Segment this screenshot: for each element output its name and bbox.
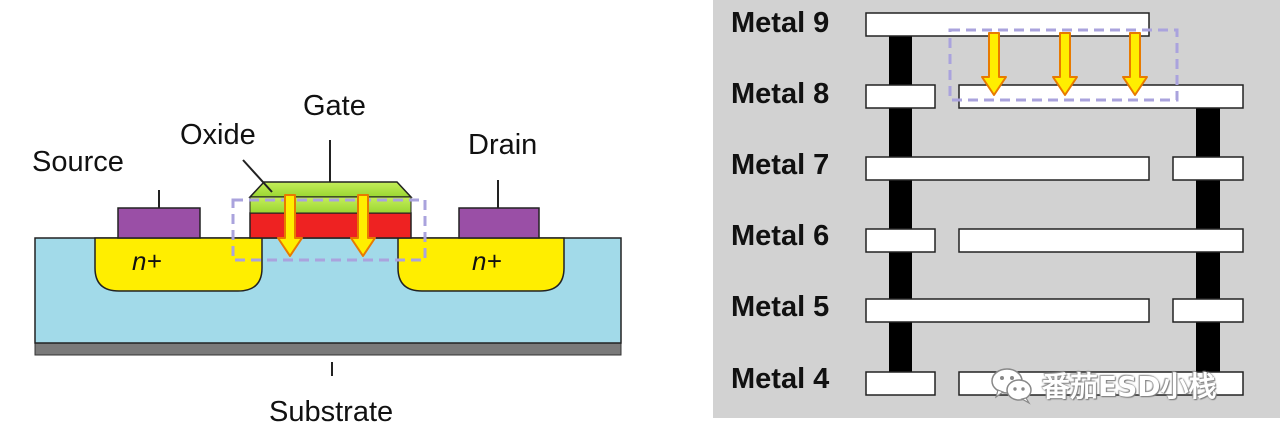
- gate-electrode: [248, 181, 413, 198]
- down-arrow-4-icon: [1052, 32, 1078, 96]
- label-gate: Gate: [303, 90, 366, 122]
- label-oxide: Oxide: [180, 119, 256, 151]
- source-contact: [117, 207, 201, 239]
- label-source: Source: [32, 146, 124, 178]
- interconnect-highlight-box: [948, 28, 1179, 102]
- metal-9-wire: [865, 12, 1150, 37]
- metal-4-wire-left: [865, 371, 936, 396]
- metal-5-wire-left: [865, 298, 1150, 323]
- label-metal-9: Metal 9: [731, 7, 830, 39]
- down-arrow-1-icon: [277, 194, 303, 257]
- label-metal-5: Metal 5: [731, 291, 830, 323]
- metal-6-wire-right: [958, 228, 1244, 253]
- oxide-layer: [249, 212, 412, 239]
- n-plus-drain-region: [397, 237, 565, 292]
- label-n-plus-drain: n+: [472, 246, 502, 276]
- label-drain: Drain: [468, 129, 538, 161]
- metal-8-wire-right: [958, 84, 1244, 109]
- down-arrow-5-icon: [1122, 32, 1148, 96]
- down-arrow-3-icon: [981, 32, 1007, 96]
- down-arrow-2-icon: [350, 194, 376, 257]
- metal-7-wire-right: [1172, 156, 1244, 181]
- label-metal-6: Metal 6: [731, 220, 830, 252]
- mosfet-cross-section: [34, 140, 622, 376]
- oxide-leader-line: [242, 159, 273, 193]
- mosfet-highlight-box: [231, 198, 427, 262]
- metal-interconnect-stack: [713, 0, 1280, 418]
- metal-8-wire-left: [865, 84, 936, 109]
- via-column-left: [889, 36, 912, 382]
- substrate-base: [34, 342, 622, 356]
- label-n-plus-source: n+: [132, 246, 162, 276]
- label-metal-8: Metal 8: [731, 78, 830, 110]
- label-substrate: Substrate: [269, 396, 394, 428]
- drain-contact: [458, 207, 540, 239]
- metal-5-wire-right: [1172, 298, 1244, 323]
- watermark: 番茄ESD小栈: [990, 363, 1217, 407]
- watermark-text: 番茄ESD小栈: [1042, 370, 1217, 403]
- wechat-icon: [991, 368, 1032, 405]
- label-metal-4: Metal 4: [731, 363, 830, 395]
- metal-7-wire-left: [865, 156, 1150, 181]
- n-plus-source-region: [94, 237, 263, 292]
- label-metal-7: Metal 7: [731, 149, 830, 181]
- metal-6-wire-left: [865, 228, 936, 253]
